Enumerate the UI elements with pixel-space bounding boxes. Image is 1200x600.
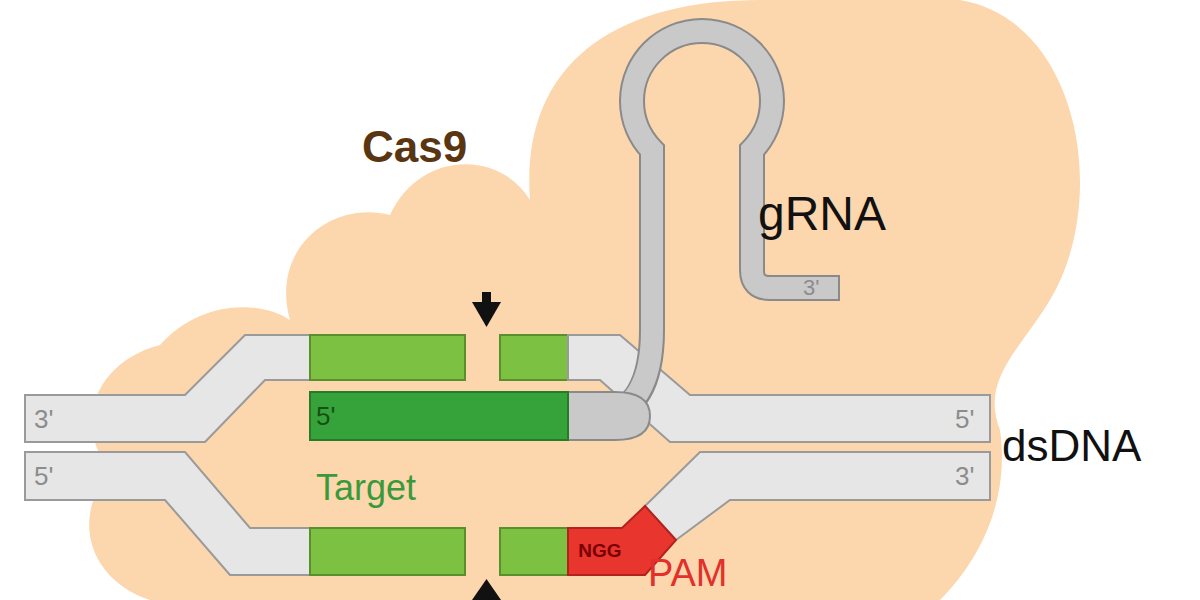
pam-name: PAM <box>648 554 728 592</box>
grna-name: gRNA <box>758 190 886 238</box>
dna-bottom-strand-right <box>645 452 990 540</box>
strand-end: 5' <box>316 403 335 429</box>
cut-arrow-top <box>472 292 501 327</box>
target-top-left <box>310 335 465 380</box>
target-top-right <box>500 335 568 380</box>
cas9-protein-blob <box>89 0 1080 600</box>
dna-bottom-strand-left <box>25 452 310 575</box>
strand-end: 3' <box>34 406 53 432</box>
cut-arrow-bottom <box>472 579 501 600</box>
pam-sequence-text: NGG <box>570 541 630 560</box>
target-bottom-left <box>310 528 465 575</box>
strand-end: 5' <box>34 463 53 489</box>
protein-name: Cas9 <box>362 125 467 169</box>
target-bottom-right <box>500 528 568 575</box>
pam-sequence: NGGPAM <box>566 504 678 576</box>
strand-end: 3' <box>803 277 819 299</box>
strand-end: 3' <box>955 463 974 489</box>
dna-top-strand-left <box>25 335 310 442</box>
cas9-protein: Cas9NGGPAM <box>60 0 1110 600</box>
grna-tail <box>566 392 650 440</box>
strand-end: 5' <box>955 406 974 432</box>
dna-name: dsDNA <box>1002 424 1141 468</box>
grna-spacer <box>310 392 568 440</box>
target-name: Target <box>316 470 416 506</box>
grna-stem <box>598 31 838 418</box>
